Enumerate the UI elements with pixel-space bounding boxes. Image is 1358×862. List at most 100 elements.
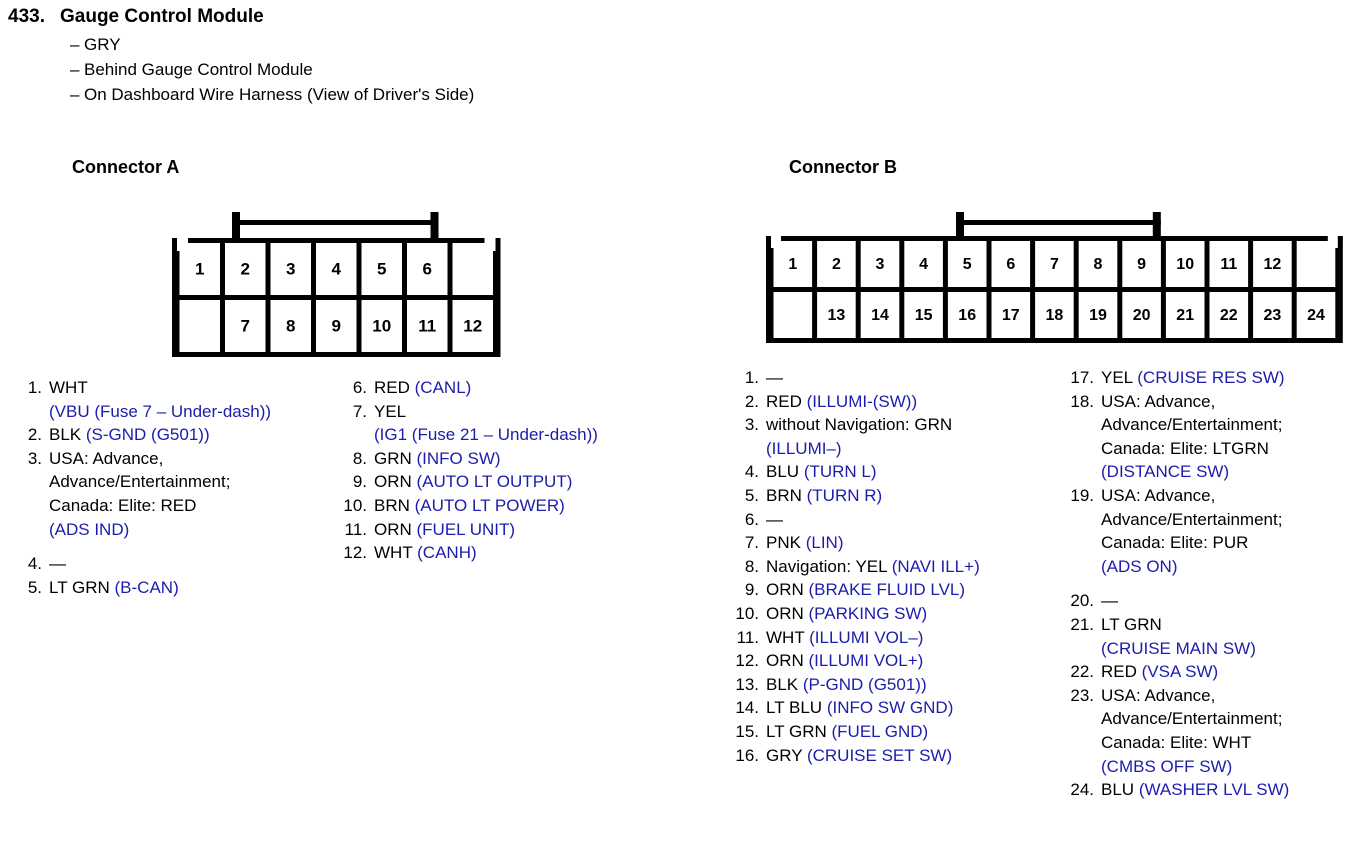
pin-list-item: 13.BLK (P-GND (G501))	[728, 673, 1058, 697]
signal-name: (CRUISE MAIN SW)	[1101, 638, 1256, 658]
pin-list-item: 7.YEL(IG1 (Fuse 21 – Under-dash))	[336, 400, 666, 447]
pin-list-item: 5.LT GRN (B-CAN)	[18, 576, 338, 600]
pin-description: USA: Advance,Advance/Entertainment;Canad…	[1101, 484, 1358, 578]
pin-description: RED (ILLUMI-(SW))	[766, 390, 1058, 414]
svg-text:23: 23	[1264, 307, 1282, 324]
pin-list-item: 11.ORN (FUEL UNIT)	[336, 518, 666, 542]
pin-cell-22: 22	[1209, 292, 1249, 338]
wire-color: Advance/Entertainment;	[49, 472, 231, 492]
signal-name: (ADS ON)	[1101, 556, 1178, 576]
wire-color: BRN	[766, 485, 802, 505]
pin-description-line: Advance/Entertainment;	[1101, 413, 1358, 437]
pin-number: 6.	[744, 509, 759, 529]
pin-number: 18.	[1070, 391, 1094, 411]
signal-name: (CANH)	[417, 543, 477, 563]
signal-name: (ILLUMI-(SW))	[806, 391, 918, 411]
pin-number: 12.	[343, 543, 367, 563]
wire-color: USA: Advance,	[1101, 391, 1216, 411]
pin-description-line: PNK (LIN)	[766, 531, 1058, 555]
pin-list-item: 23.USA: Advance,Advance/Entertainment;Ca…	[1063, 684, 1358, 778]
signal-name: (WASHER LVL SW)	[1138, 780, 1290, 800]
pin-number: 4.	[27, 554, 42, 574]
svg-text:9: 9	[1137, 256, 1146, 273]
pin-list-item: 5.BRN (TURN R)	[728, 484, 1058, 508]
pin-description-line: LT BLU (INFO SW GND)	[766, 696, 1058, 720]
pin-cell-13: 13	[817, 292, 856, 338]
pin-list-item: 10.ORN (PARKING SW)	[728, 602, 1058, 626]
pin-cell-12: 12	[1253, 241, 1292, 287]
pin-cell-7: 7	[225, 300, 266, 352]
pin-description: WHT (ILLUMI VOL–)	[766, 626, 1058, 650]
wire-color: YEL	[374, 401, 407, 421]
pin-description-line: YEL (CRUISE RES SW)	[1101, 366, 1358, 390]
pin-description: ORN (BRAKE FLUID LVL)	[766, 578, 1058, 602]
svg-text:3: 3	[876, 256, 885, 273]
signal-name: (AUTO LT POWER)	[414, 495, 565, 515]
pin-number: 9.	[744, 580, 759, 600]
bullet-dash-icon: –	[70, 35, 80, 54]
pin-number: 11.	[344, 519, 367, 539]
pin-description-line: (VBU (Fuse 7 – Under-dash))	[49, 400, 338, 424]
pin-list-item: 9. ORN (BRAKE FLUID LVL)	[728, 578, 1058, 602]
svg-text:5: 5	[377, 259, 386, 278]
wire-color: GRY	[766, 745, 803, 765]
pin-description: USA: Advance,Advance/Entertainment;Canad…	[49, 447, 338, 541]
pin-cell-18: 18	[1035, 292, 1074, 338]
pin-description: YEL (IG1 (Fuse 21 – Under-dash))	[374, 400, 666, 447]
pin-description: BLU (TURN L)	[766, 460, 1058, 484]
wire-color: USA: Advance,	[49, 448, 164, 468]
pin-description-line: Canada: Elite: WHT	[1101, 731, 1358, 755]
signal-name: (AUTO LT OUTPUT)	[416, 472, 573, 492]
wire-color: Canada: Elite: WHT	[1101, 732, 1252, 752]
pin-list-item: 7.PNK (LIN)	[728, 531, 1058, 555]
pin-description: ORN (AUTO LT OUTPUT)	[374, 470, 666, 494]
pin-number: 10.	[735, 603, 759, 623]
pin-description-line: WHT	[49, 376, 338, 400]
wire-color: ORN	[374, 519, 412, 539]
pin-description: YEL (CRUISE RES SW)	[1101, 366, 1358, 390]
pin-description-line: BRN (AUTO LT POWER)	[374, 494, 666, 518]
pin-cell-4: 4	[316, 243, 357, 295]
pin-description: Navigation: YEL (NAVI ILL+)	[766, 555, 1058, 579]
pin-description: WHT(VBU (Fuse 7 – Under-dash))	[49, 376, 338, 423]
pin-cell-24: 24	[1296, 292, 1336, 338]
wire-color: LT GRN	[766, 721, 827, 741]
connector-b-title: Connector B	[789, 157, 897, 177]
pin-list-item: 8.GRN (INFO SW)	[336, 447, 666, 471]
header-bullet-text: GRY	[84, 35, 121, 54]
pin-number: 8.	[744, 556, 759, 576]
pin-list-item: 11.WHT (ILLUMI VOL–)	[728, 626, 1058, 650]
pin-number: 5.	[744, 485, 759, 505]
pin-description-line: GRY (CRUISE SET SW)	[766, 744, 1058, 768]
pin-list-item: 24.BLU (WASHER LVL SW)	[1063, 778, 1358, 802]
pin-list-item: 21.LT GRN(CRUISE MAIN SW)	[1063, 613, 1358, 660]
pin-list-item: 2.RED (ILLUMI-(SW))	[728, 390, 1058, 414]
svg-text:12: 12	[463, 316, 482, 335]
connector-b-pin-list-left: 1.—2.RED (ILLUMI-(SW))3.without Navigati…	[728, 366, 1058, 767]
wire-color: RED	[1101, 662, 1137, 682]
connector-a-pin-list-right: 6.RED (CANL)7.YEL(IG1 (Fuse 21 – Under-d…	[336, 376, 666, 565]
item-number: 433.	[8, 6, 45, 27]
pin-cell-10: 10	[361, 300, 402, 352]
svg-text:14: 14	[871, 307, 889, 324]
pin-number: 3.	[744, 415, 759, 435]
signal-name: (VBU (Fuse 7 – Under-dash))	[49, 401, 272, 421]
pin-list-item: 15.LT GRN (FUEL GND)	[728, 720, 1058, 744]
pin-cell-6: 6	[407, 243, 448, 295]
svg-text:3: 3	[286, 259, 295, 278]
wire-color: Navigation: YEL	[766, 556, 887, 576]
header-bullet: –Behind Gauge Control Module	[70, 57, 908, 82]
pin-description-line: USA: Advance,	[1101, 390, 1358, 414]
pin-number: 8.	[352, 448, 367, 468]
svg-text:15: 15	[915, 307, 933, 324]
header-bullet-text: Behind Gauge Control Module	[84, 60, 313, 79]
signal-name: (IG1 (Fuse 21 – Under-dash))	[374, 425, 598, 445]
pin-number: 6.	[352, 378, 367, 397]
pin-description-line: ORN (ILLUMI VOL+)	[766, 649, 1058, 673]
pin-list-item: 4.BLU (TURN L)	[728, 460, 1058, 484]
wire-color: YEL	[1101, 368, 1133, 387]
pin-description-line: (ADS ON)	[1101, 555, 1358, 579]
pin-cell-11: 11	[407, 300, 448, 352]
